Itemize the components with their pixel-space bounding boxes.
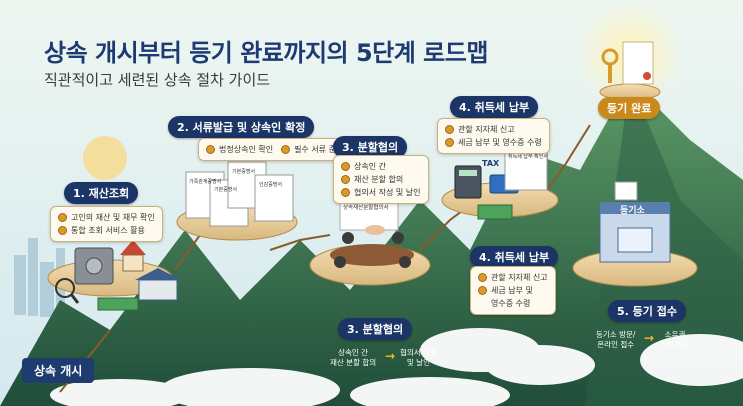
tax-label: TAX	[482, 159, 500, 168]
handshake-icon	[365, 225, 385, 235]
step2-title: 2. 서류발급 및 상속인 확정	[168, 116, 315, 138]
calculator-icon	[454, 165, 482, 199]
svg-text:취득세 납부 확인서: 취득세 납부 확인서	[508, 153, 548, 160]
flow-arrow-icon: →	[385, 349, 396, 363]
cash-icon	[97, 297, 139, 311]
magnifier-icon	[55, 278, 80, 304]
step5-title: 5. 등기 접수	[608, 300, 686, 322]
step1-title: 1. 재산조회	[64, 182, 139, 204]
house-icon	[120, 240, 146, 272]
step3-lower-title: 3. 분할협의	[338, 318, 413, 340]
safe-icon	[74, 247, 114, 285]
step4-title: 4. 취득세 납부	[450, 96, 539, 118]
page-title: 상속 개시부터 등기 완료까지의 5단계 로드맵	[44, 39, 488, 67]
step1-card: 고인의 재산 및 채무 확인 통합 조회 서비스 활용	[50, 206, 163, 242]
step4-lower-title: 4. 취득세 납부	[470, 246, 559, 268]
flow-arrow-icon: →	[644, 331, 655, 345]
step2-card: 법정상속인 확인 필수 서류 준비	[198, 138, 352, 161]
page-subtitle: 직관적이고 세련된 상속 절차 가이드	[44, 71, 271, 89]
cash-icon	[477, 204, 513, 220]
agreement-table: 상속재산분할협의서	[330, 199, 414, 268]
svg-text:가족관계증명서: 가족관계증명서	[189, 178, 221, 185]
step5-flow-a: 등기소 방문/온라인 접수	[596, 330, 636, 349]
step3-card: 상속인 간 재산 분할 합의 협의서 작성 및 날인	[333, 155, 429, 204]
step4-card: 관할 지자체 신고 세금 납부 및 영수증 수령	[437, 118, 550, 154]
svg-text:기본증명서: 기본증명서	[214, 186, 237, 193]
bank-icon	[135, 268, 181, 301]
registry-building-icon	[599, 181, 671, 263]
svg-text:기본증명서: 기본증명서	[232, 168, 255, 175]
clouds	[50, 328, 743, 406]
key-icon	[601, 48, 619, 83]
start-label: 상속 개시	[22, 358, 95, 383]
registry-label: 등기소	[620, 204, 646, 216]
finish-label: 등기 완료	[598, 97, 661, 119]
svg-text:인감증명서: 인감증명서	[259, 181, 282, 188]
sun-icon	[83, 136, 127, 180]
svg-text:상속재산분할협의서: 상속재산분할협의서	[343, 203, 389, 211]
document-icon: 가족관계증명서 기본증명서 기본증명서 인감증명서	[185, 161, 294, 227]
step4-lower-card: 관할 지자체 신고 세금 납부 및 영수증 수령	[470, 266, 556, 315]
step3-title: 3. 분할협의	[333, 136, 408, 158]
